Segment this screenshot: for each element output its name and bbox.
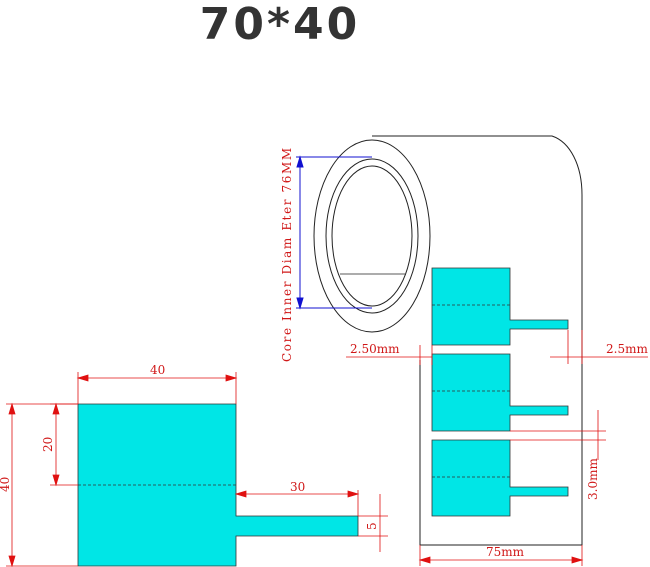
label-half-height-label: 20	[41, 437, 55, 452]
roll-core-inner	[331, 165, 413, 307]
roll-label-2	[431, 353, 569, 432]
roll-labels	[431, 267, 569, 517]
label-width-label: 40	[150, 363, 165, 377]
tab-width-label: 5	[365, 522, 379, 530]
tab-length-label: 30	[290, 480, 305, 494]
label-dimensions	[6, 372, 388, 567]
core-diameter-dimension	[296, 155, 372, 310]
roll-core-outer	[325, 158, 419, 314]
label-detail	[77, 403, 359, 567]
roll-width-label: 75mm	[486, 545, 525, 559]
label-gap-label: 3.0mm	[586, 458, 600, 500]
left-gap-label: 2.50mm	[350, 342, 400, 356]
roll-dimensions	[346, 330, 648, 566]
label-roll	[313, 135, 583, 546]
roll-label-1	[431, 267, 569, 346]
right-gap-label: 2.5mm	[606, 342, 648, 356]
core-diameter-label: Core Inner Diam Eter 76MM	[280, 146, 294, 362]
label-height-label: 40	[0, 477, 12, 492]
page-title: 70*40	[199, 0, 361, 50]
roll-label-3	[431, 439, 569, 517]
roll-outer-face	[313, 139, 431, 333]
roll-body-outline	[372, 135, 583, 546]
